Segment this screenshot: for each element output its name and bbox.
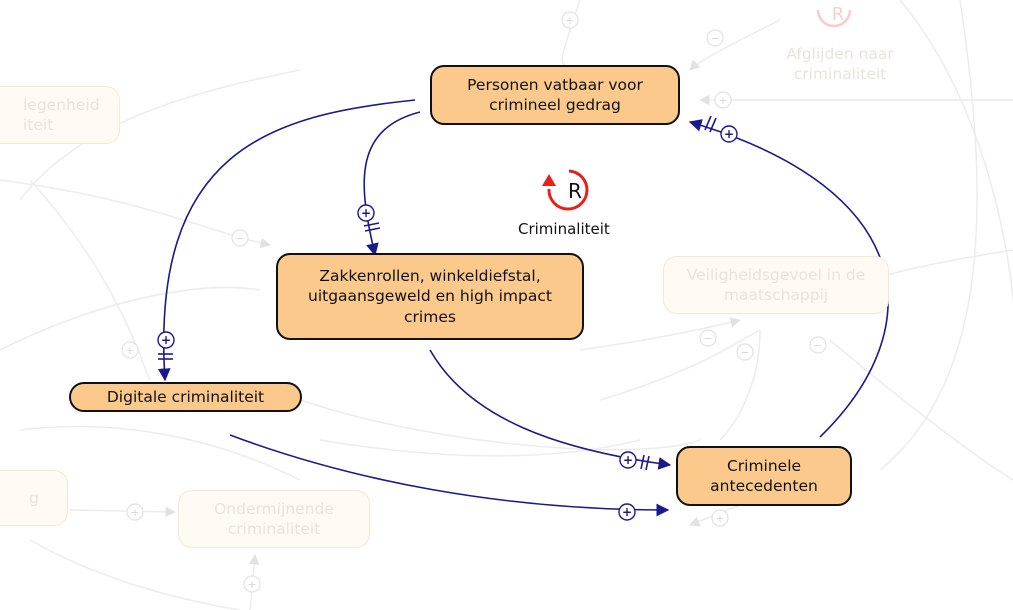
polarity-personen-zakkenrollen bbox=[357, 204, 375, 222]
link-personen-to-digitale bbox=[157, 99, 416, 382]
faded-sign bbox=[561, 11, 579, 29]
polarity-glyphs: + + + + + bbox=[161, 127, 734, 519]
loop-label: Criminaliteit bbox=[518, 220, 610, 238]
svg-text:−: − bbox=[235, 232, 244, 245]
svg-text:+: + bbox=[125, 344, 134, 357]
svg-text:−: − bbox=[813, 339, 822, 352]
node-criminele-antecedenten[interactable]: Criminele antecedenten bbox=[676, 446, 852, 506]
faded-reinforcing-loop-icon: R bbox=[816, 4, 852, 28]
link-personen-to-zakkenrollen bbox=[363, 111, 421, 257]
node-zakkenrollen-label: Zakkenrollen, winkeldiefstal, uitgaansge… bbox=[308, 267, 552, 326]
polarity-digitale-antecedenten bbox=[618, 503, 636, 521]
faded-sign bbox=[711, 509, 729, 527]
node-antecedenten-label: Criminele antecedenten bbox=[710, 456, 818, 495]
svg-text:R: R bbox=[832, 4, 845, 25]
node-ondermijnende-label: Ondermijnende criminaliteit bbox=[214, 499, 334, 538]
faded-sign bbox=[714, 91, 732, 109]
faded-sign bbox=[706, 29, 724, 47]
node-left-bottom-faded: g bbox=[0, 470, 68, 526]
faded-sign bbox=[243, 575, 261, 593]
node-zakkenrollen[interactable]: Zakkenrollen, winkeldiefstal, uitgaansge… bbox=[276, 253, 584, 340]
node-left-bottom-label: g bbox=[29, 488, 39, 507]
faded-sign bbox=[699, 329, 717, 347]
polarity-zakkenrollen-antecedenten bbox=[619, 451, 637, 469]
node-veiligheidsgevoel-label: Veiligheidsgevoel in de maatschappij bbox=[686, 265, 866, 304]
svg-text:−: − bbox=[740, 346, 749, 359]
node-afglijden-faded: Afglijden naar criminaliteit bbox=[786, 45, 894, 84]
faded-polarity-glyphs: + − + − + − − − + + + bbox=[125, 14, 822, 591]
svg-text:+: + bbox=[565, 14, 574, 27]
faded-sign bbox=[231, 229, 249, 247]
node-digitale-label: Digitale criminaliteit bbox=[106, 387, 265, 406]
link-digitale-to-antecedenten bbox=[229, 434, 670, 517]
svg-text:+: + bbox=[623, 453, 633, 467]
svg-text:+: + bbox=[361, 206, 371, 220]
node-personen-vatbaar[interactable]: Personen vatbaar voor crimineel gedrag bbox=[430, 65, 680, 125]
node-digitale-criminaliteit[interactable]: Digitale criminaliteit bbox=[69, 382, 302, 412]
delay-marks bbox=[158, 115, 717, 471]
polarity-personen-digitale bbox=[157, 331, 175, 349]
svg-text:−: − bbox=[710, 32, 719, 45]
node-ondermijnende-faded: Ondermijnende criminaliteit bbox=[178, 490, 370, 548]
node-gelegenheid-label: legenheid iteit bbox=[23, 95, 100, 134]
faded-sign bbox=[736, 343, 754, 361]
svg-text:+: + bbox=[622, 505, 632, 519]
node-personen-label: Personen vatbaar voor crimineel gedrag bbox=[467, 75, 643, 114]
faded-sign bbox=[809, 336, 827, 354]
svg-text:R: R bbox=[568, 179, 582, 203]
reinforcing-loop-icon: R bbox=[542, 169, 589, 211]
faded-sign bbox=[126, 503, 144, 521]
svg-text:−: − bbox=[703, 332, 712, 345]
node-gelegenheid-faded: legenheid iteit bbox=[0, 86, 120, 144]
svg-text:+: + bbox=[715, 512, 724, 525]
polarity-signs bbox=[157, 125, 738, 521]
polarity-antecedenten-personen bbox=[720, 125, 738, 143]
svg-text:+: + bbox=[130, 506, 139, 519]
svg-text:+: + bbox=[161, 333, 171, 347]
faded-polarity-signs bbox=[121, 11, 827, 593]
node-veiligheidsgevoel-faded: Veiligheidsgevoel in de maatschappij bbox=[663, 256, 889, 314]
svg-text:+: + bbox=[724, 127, 734, 141]
svg-text:+: + bbox=[247, 578, 256, 591]
faded-sign bbox=[121, 341, 139, 359]
svg-text:+: + bbox=[718, 94, 727, 107]
